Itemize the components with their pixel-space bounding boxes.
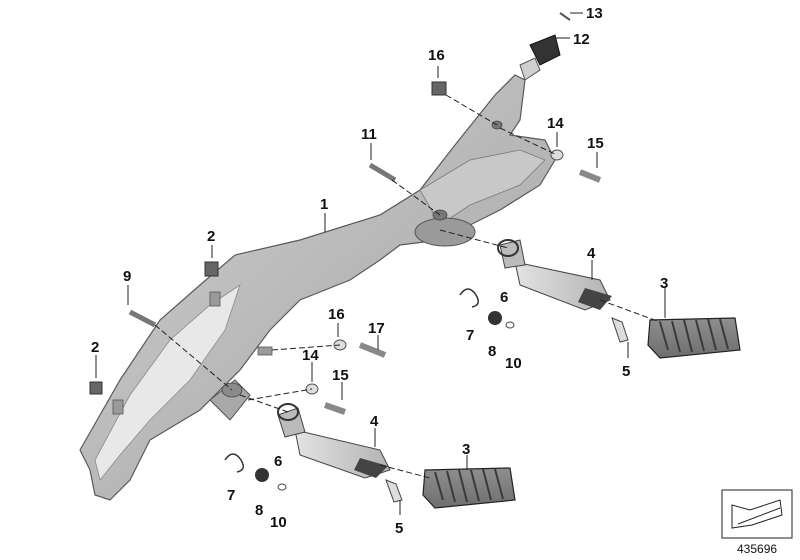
footpeg-bracket-upper bbox=[499, 239, 612, 311]
callout-7: 7 bbox=[466, 327, 474, 344]
callout-6: 6 bbox=[274, 453, 282, 470]
callout-8: 8 bbox=[255, 502, 263, 519]
end-cap bbox=[519, 34, 561, 81]
callout-4: 4 bbox=[587, 245, 596, 262]
callout-15: 15 bbox=[587, 135, 604, 152]
footpeg-rubber-lower bbox=[422, 467, 516, 509]
callout-1: 1 bbox=[320, 196, 328, 213]
callout-3: 3 bbox=[660, 275, 668, 292]
callout-13: 13 bbox=[586, 5, 603, 22]
document-number: 435696 bbox=[737, 542, 777, 556]
callout-2: 2 bbox=[91, 339, 99, 356]
callout-5: 5 bbox=[622, 363, 630, 380]
leader-lines bbox=[95, 12, 666, 515]
callout-2: 2 bbox=[207, 228, 215, 245]
callout-labels: 13 12 16 11 14 15 1 2 9 4 3 6 7 8 10 5 1… bbox=[91, 5, 668, 537]
screw-13 bbox=[559, 12, 571, 21]
small-hardware bbox=[224, 239, 519, 491]
callout-7: 7 bbox=[227, 487, 235, 504]
callout-17: 17 bbox=[368, 320, 385, 337]
callout-15: 15 bbox=[332, 367, 349, 384]
dashed-axes bbox=[154, 94, 661, 479]
callout-16: 16 bbox=[428, 47, 445, 64]
callout-10: 10 bbox=[505, 355, 522, 372]
callout-4: 4 bbox=[370, 413, 379, 430]
callout-6: 6 bbox=[500, 289, 508, 306]
orientation-symbol bbox=[721, 489, 793, 539]
callout-12: 12 bbox=[573, 31, 590, 48]
callout-14: 14 bbox=[547, 115, 564, 132]
callout-9: 9 bbox=[123, 268, 131, 285]
callout-16: 16 bbox=[328, 306, 345, 323]
callout-3: 3 bbox=[462, 441, 470, 458]
callout-5: 5 bbox=[395, 520, 403, 537]
callout-10: 10 bbox=[270, 514, 287, 531]
callout-8: 8 bbox=[488, 343, 496, 360]
callout-11: 11 bbox=[361, 126, 377, 143]
callout-14: 14 bbox=[302, 347, 319, 364]
pins bbox=[385, 317, 629, 503]
footpeg-rubber-upper bbox=[647, 317, 741, 359]
